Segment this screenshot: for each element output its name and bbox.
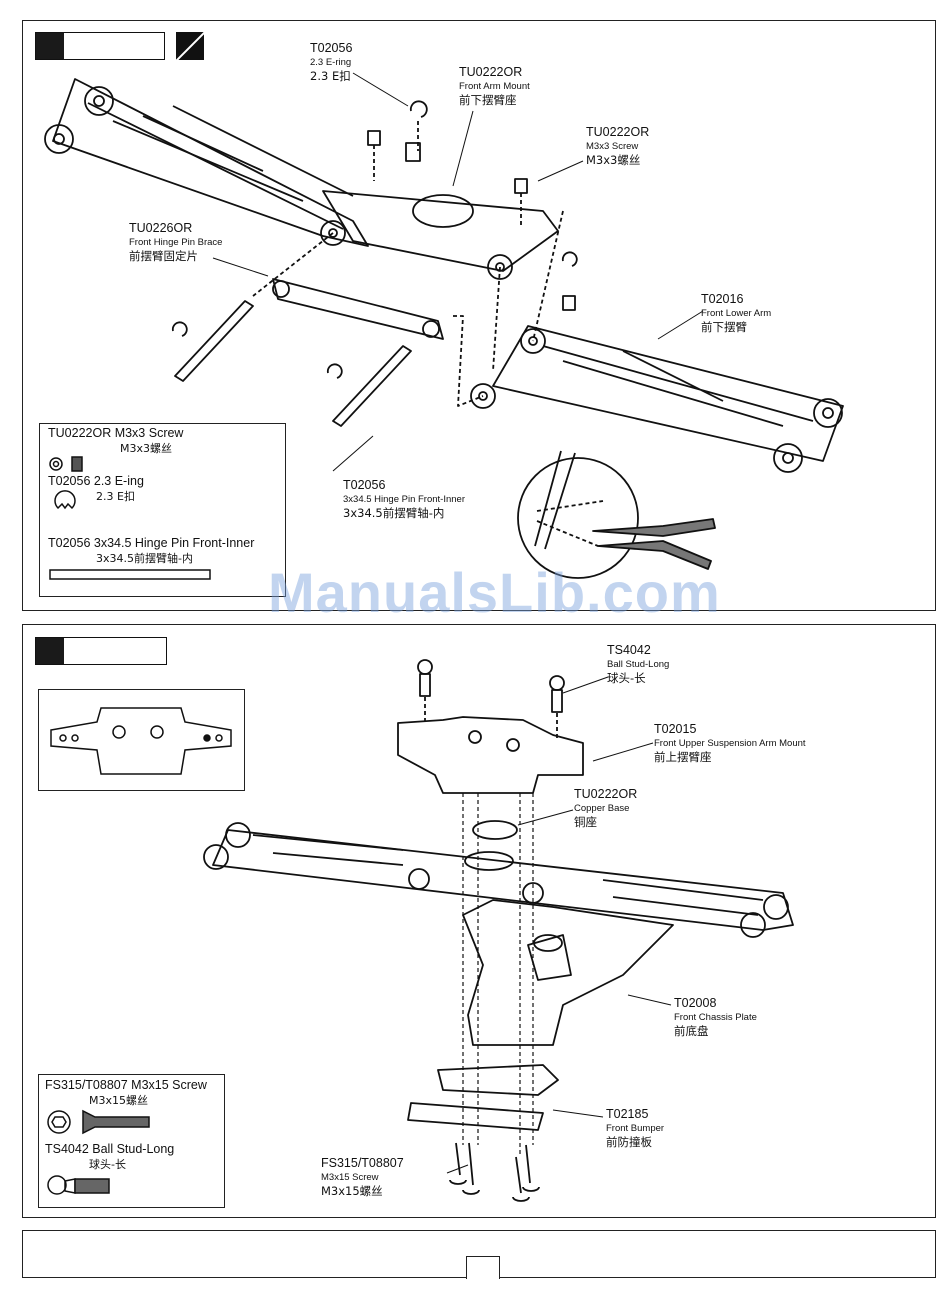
- assembly-symbol-icon: [176, 32, 204, 60]
- chassis-assembly-diagram: [203, 659, 794, 1202]
- part-code: T02016: [701, 292, 744, 306]
- part-code: T02008: [674, 996, 717, 1010]
- part-name-en: 3x34.5 Hinge Pin Front-Inner: [343, 493, 465, 505]
- step-number-box: [35, 637, 167, 665]
- part-name-en: Front Arm Mount: [459, 80, 530, 92]
- part-name-cn: 铜座: [574, 814, 597, 829]
- part-name-cn: M3x3螺丝: [586, 152, 641, 167]
- part-name-cn: 前下摆臂: [701, 319, 747, 334]
- label-m3x3-screw: TU0222OR M3x3 Screw M3x3螺丝: [586, 125, 649, 167]
- part-code: T02056: [310, 41, 353, 55]
- part-name-cn: 前防撞板: [606, 1134, 652, 1149]
- part-name-en: Front Lower Arm: [701, 307, 772, 319]
- label-hinge-pin-brace: TU0226OR Front Hinge Pin Brace 前摆臂固定片: [129, 221, 222, 263]
- watermark: ManualsLib.com: [268, 561, 721, 624]
- part-name-en: M3x15 Screw: [321, 1171, 379, 1183]
- part-name-en: Front Upper Suspension Arm Mount: [654, 737, 806, 749]
- part-code: T02056: [343, 478, 386, 492]
- top-step-panel: T02056 2.3 E-ring 2.3 E扣 TU0222OR Front …: [22, 20, 936, 611]
- legend-parts-icons: [49, 456, 211, 580]
- legend-title: T02056 3x34.5 Hinge Pin Front-Inner: [48, 536, 255, 550]
- part-code: TS4042: [607, 643, 651, 657]
- legend-title: FS315/T08807 M3x15 Screw: [45, 1078, 207, 1092]
- label-hinge-pin-inner: T02056 3x34.5 Hinge Pin Front-Inner 3x34…: [343, 478, 465, 520]
- label-front-lower-arm: T02016 Front Lower Arm 前下摆臂: [701, 292, 771, 334]
- part-name-cn: 前下摆臂座: [459, 92, 517, 107]
- part-name-en: M3x3 Screw: [586, 140, 639, 152]
- label-front-arm-mount: TU0222OR Front Arm Mount 前下摆臂座: [459, 65, 530, 107]
- part-code: TU0222OR: [459, 65, 523, 79]
- parts-legend: FS315/T08807 M3x15 Screw M3x15螺丝 TS4042 …: [38, 1074, 225, 1208]
- legend-sub: 球头-长: [89, 1158, 126, 1171]
- part-name-cn: 前底盘: [674, 1023, 709, 1038]
- label-front-bumper: T02185 Front Bumper 前防撞板: [606, 1107, 664, 1149]
- legend-parts-icons: [47, 1109, 150, 1195]
- part-name-cn: M3x15螺丝: [321, 1183, 383, 1198]
- label-e-ring: T02056 2.3 E-ring 2.3 E扣: [310, 41, 352, 83]
- top-view-inset: [38, 689, 245, 791]
- part-name-en: Front Hinge Pin Brace: [129, 236, 223, 248]
- top-view-mount-icon: [50, 707, 232, 775]
- part-code: TU0222OR: [586, 125, 650, 139]
- legend-sub: M3x15螺丝: [89, 1094, 148, 1107]
- part-code: TU0222OR: [574, 787, 638, 801]
- part-code: T02015: [654, 722, 697, 736]
- label-copper-base: TU0222OR Copper Base 铜座: [574, 787, 637, 829]
- part-name-cn: 前上摆臂座: [654, 749, 712, 764]
- legend-title: TU0222OR M3x3 Screw: [48, 426, 184, 440]
- step-number-box: [35, 32, 165, 60]
- part-name-en: Front Bumper: [606, 1122, 665, 1134]
- label-m3x15-screw: FS315/T08807 M3x15 Screw M3x15螺丝: [321, 1156, 404, 1198]
- legend-sub: M3x3螺丝: [120, 442, 172, 455]
- part-name-cn: 2.3 E扣: [310, 68, 351, 83]
- part-name-cn: 球头-长: [607, 670, 646, 685]
- legend-title: TS4042 Ball Stud-Long: [45, 1142, 175, 1156]
- parts-legend: TU0222OR M3x3 Screw M3x3螺丝 T02056 2.3 E-…: [39, 423, 286, 597]
- part-code: FS315/T08807: [321, 1156, 404, 1170]
- part-code: T02185: [606, 1107, 649, 1121]
- page-number-tab: [466, 1256, 500, 1279]
- part-name-en: Front Chassis Plate: [674, 1011, 757, 1023]
- part-name-en: Copper Base: [574, 802, 630, 814]
- legend-sub: 2.3 E扣: [96, 490, 135, 503]
- bottom-step-panel: TS4042 Ball Stud-Long 球头-长 T02015 Front …: [22, 624, 936, 1218]
- part-name-en: 2.3 E-ring: [310, 56, 352, 68]
- part-name-cn: 3x34.5前摆臂轴-内: [343, 505, 445, 520]
- part-name-en: Ball Stud-Long: [607, 658, 670, 670]
- label-upper-arm-mount: T02015 Front Upper Suspension Arm Mount …: [654, 722, 806, 764]
- label-chassis-plate: T02008 Front Chassis Plate 前底盘: [674, 996, 757, 1038]
- legend-title: T02056 2.3 E-ing: [48, 474, 144, 488]
- part-code: TU0226OR: [129, 221, 193, 235]
- front-lower-arm-diagram: [44, 72, 844, 579]
- legend-sub: 3x34.5前摆臂轴-内: [96, 552, 193, 565]
- part-name-cn: 前摆臂固定片: [129, 248, 198, 263]
- label-ball-stud: TS4042 Ball Stud-Long 球头-长: [607, 643, 669, 685]
